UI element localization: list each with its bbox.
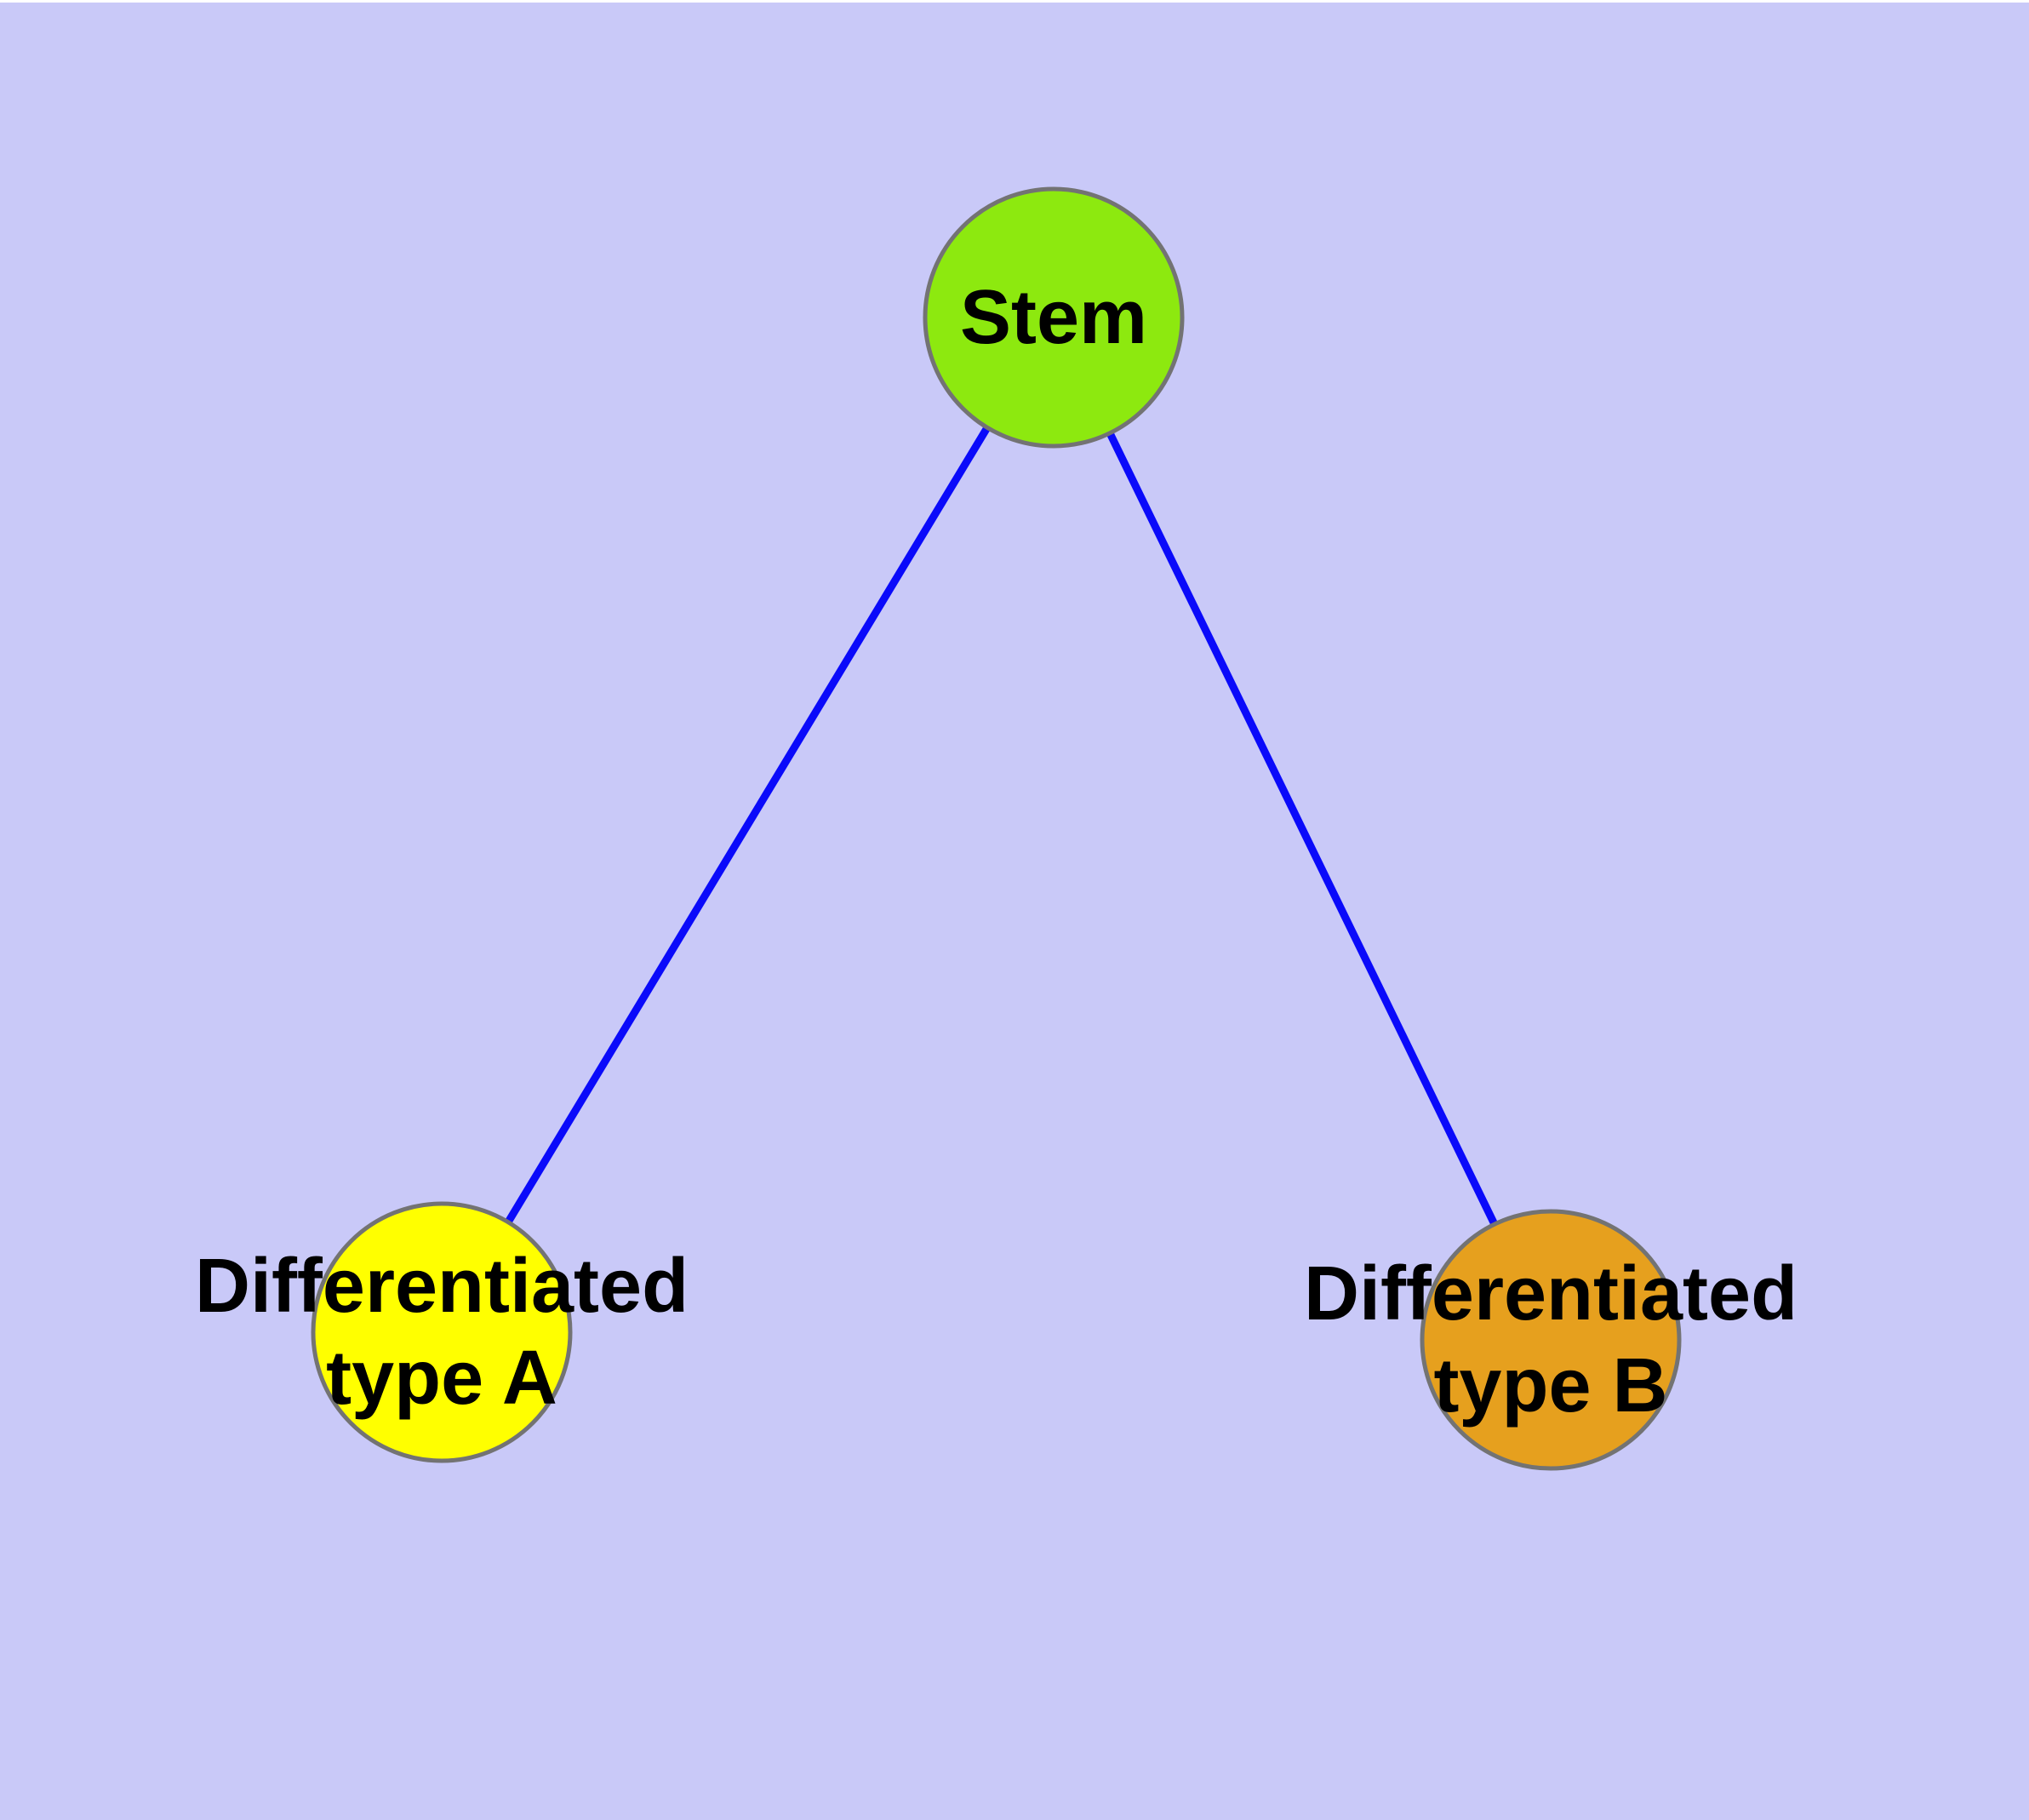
node-typeA[interactable] <box>311 1201 573 1463</box>
node-stem[interactable] <box>923 186 1185 449</box>
edge-stem-typeA <box>438 315 1057 1335</box>
node-typeB[interactable] <box>1420 1209 1682 1471</box>
window-top-edge <box>0 0 2029 3</box>
edge-stem-typeB <box>1049 316 1555 1342</box>
